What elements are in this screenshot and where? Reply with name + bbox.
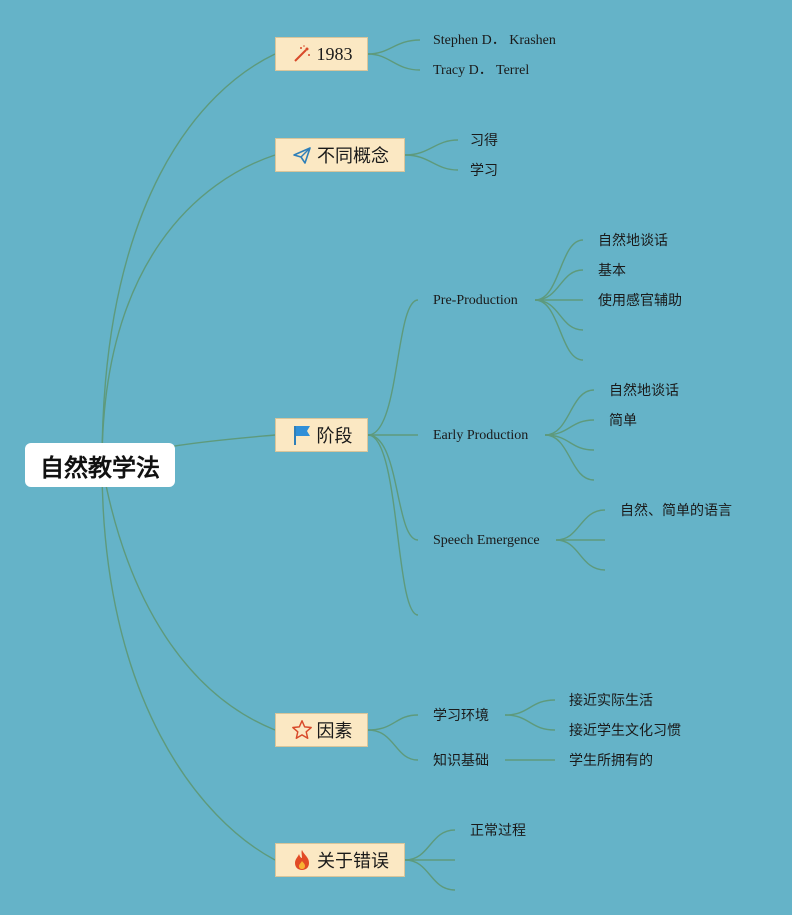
branch-concepts[interactable]: 不同概念 bbox=[275, 138, 405, 172]
factor-knowledge-base[interactable]: 知识基础 bbox=[433, 753, 489, 769]
branch-errors[interactable]: 关于错误 bbox=[275, 843, 405, 877]
branch-stages-label: 阶段 bbox=[316, 426, 353, 447]
link-root-factors bbox=[101, 464, 276, 731]
branch-errors-label: 关于错误 bbox=[317, 851, 389, 872]
leaf-pre-1[interactable]: 自然地谈话 bbox=[598, 233, 668, 249]
leaf-learning[interactable]: 学习 bbox=[470, 163, 498, 179]
link-pre-5 bbox=[534, 299, 584, 361]
magic-wand-icon bbox=[291, 43, 313, 65]
link-root-year bbox=[101, 53, 276, 466]
link-stage-4 bbox=[367, 434, 419, 616]
root-node[interactable]: 自然教学法 bbox=[25, 443, 175, 487]
leaf-base-1[interactable]: 学生所拥有的 bbox=[569, 753, 653, 769]
branch-concepts-label: 不同概念 bbox=[317, 146, 389, 167]
link-speech-1 bbox=[555, 509, 606, 541]
link-early-4 bbox=[544, 434, 595, 481]
link-root-concepts bbox=[101, 154, 276, 466]
link-pre-4 bbox=[534, 299, 584, 331]
link-early-1 bbox=[544, 389, 595, 436]
factor-environment[interactable]: 学习环境 bbox=[433, 708, 489, 724]
link-year-1 bbox=[367, 39, 421, 55]
leaf-env-2[interactable]: 接近学生文化习惯 bbox=[569, 723, 681, 739]
branch-factors[interactable]: 因素 bbox=[275, 713, 368, 747]
link-stage-1 bbox=[367, 299, 419, 436]
link-env-2 bbox=[504, 714, 556, 731]
leaf-error-1[interactable]: 正常过程 bbox=[470, 823, 526, 839]
branch-year[interactable]: 1983 bbox=[275, 37, 368, 71]
stage-pre-production[interactable]: Pre-Production bbox=[433, 293, 518, 308]
leaf-early-1[interactable]: 自然地谈话 bbox=[609, 383, 679, 399]
leaf-author-1[interactable]: Stephen D． Krashen bbox=[433, 33, 556, 48]
link-error-1 bbox=[404, 829, 456, 861]
branch-factors-label: 因素 bbox=[316, 721, 353, 742]
link-factor-2 bbox=[367, 729, 419, 761]
leaf-acquisition[interactable]: 习得 bbox=[470, 133, 498, 149]
leaf-pre-3[interactable]: 使用感官辅助 bbox=[598, 293, 682, 309]
link-concept-2 bbox=[404, 154, 459, 171]
link-factor-1 bbox=[367, 714, 419, 731]
link-early-2 bbox=[544, 419, 595, 436]
link-error-3 bbox=[404, 859, 456, 891]
star-icon bbox=[291, 719, 313, 741]
link-stage-3 bbox=[367, 434, 419, 541]
stage-early-production[interactable]: Early Production bbox=[433, 428, 529, 443]
leaf-early-2[interactable]: 简单 bbox=[609, 413, 637, 429]
leaf-author-2[interactable]: Tracy D． Terrel bbox=[433, 63, 530, 78]
link-concept-1 bbox=[404, 139, 459, 156]
fire-icon bbox=[291, 849, 313, 871]
paper-plane-icon bbox=[291, 144, 313, 166]
branch-year-label: 1983 bbox=[316, 43, 353, 64]
link-year-2 bbox=[367, 53, 421, 71]
leaf-pre-2[interactable]: 基本 bbox=[598, 263, 626, 279]
link-env-1 bbox=[504, 699, 556, 716]
leaf-speech-1[interactable]: 自然、简单的语言 bbox=[620, 503, 732, 519]
link-speech-3 bbox=[555, 539, 606, 571]
link-pre-1 bbox=[534, 239, 584, 301]
link-root-errors bbox=[101, 464, 276, 861]
flag-icon bbox=[291, 424, 313, 446]
leaf-env-1[interactable]: 接近实际生活 bbox=[569, 693, 653, 709]
link-pre-2 bbox=[534, 269, 584, 301]
branch-stages[interactable]: 阶段 bbox=[275, 418, 368, 452]
root-label: 自然教学法 bbox=[40, 453, 160, 482]
stage-speech-emergence[interactable]: Speech Emergence bbox=[433, 533, 540, 548]
